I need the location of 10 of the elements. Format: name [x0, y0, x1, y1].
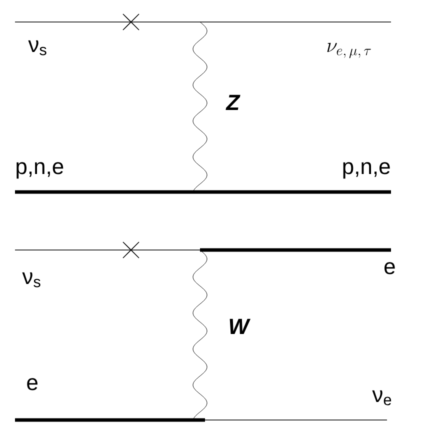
- particle-label: e: [27, 378, 38, 390]
- boson-label: W: [230, 318, 251, 334]
- particle-label: ν$_{s}$: [28, 40, 46, 56]
- particle-label: p,n,e: [343, 162, 390, 179]
- boson-label: Z: [226, 94, 240, 110]
- particle-label: ν$_{s}$: [22, 272, 40, 288]
- particle-label: ν$_{e}$: [372, 390, 392, 406]
- particle-label: p,n,e: [16, 162, 64, 179]
- particle-label: $\nu_{e,\,\mu,\,\tau}$: [327, 42, 371, 58]
- particle-label: e: [384, 262, 395, 274]
